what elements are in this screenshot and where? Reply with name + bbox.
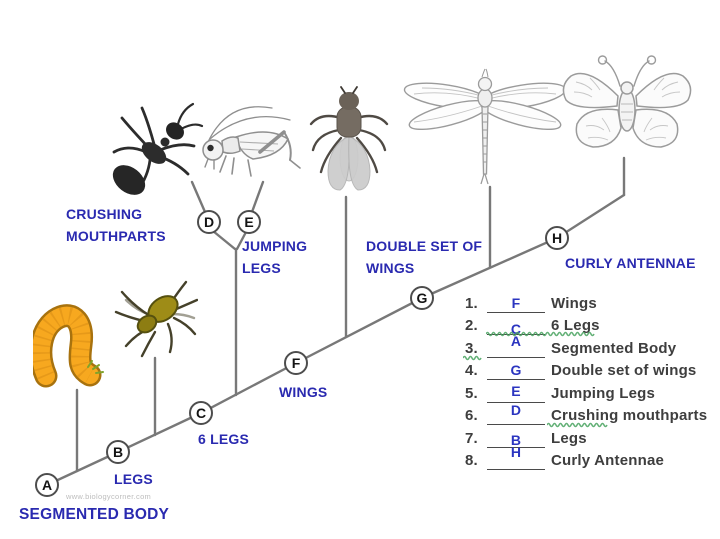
trait-jumping-legs: JUMPING LEGS <box>242 235 307 279</box>
node-B: B <box>106 440 130 464</box>
answer-row-8: 8. H Curly Antennae <box>455 444 720 474</box>
answer-number: 3. <box>465 340 478 357</box>
caterpillar-image <box>33 304 104 388</box>
answer-blank <box>487 363 545 380</box>
trait-jumping-line1: JUMPING <box>242 238 308 254</box>
watermark-url: www.biologycorner.com <box>66 492 152 501</box>
node-A: A <box>35 473 59 497</box>
node-C-label: C <box>195 405 207 421</box>
answer-term: Curly Antennae <box>551 452 665 469</box>
answer-number: 2. <box>465 317 478 334</box>
answer-blank <box>487 341 545 358</box>
node-D-label: D <box>203 214 215 230</box>
node-B-label: B <box>112 444 124 460</box>
answer-number: 7. <box>465 430 478 447</box>
answer-blank <box>487 386 545 403</box>
trait-segmented-body: SEGMENTED BODY <box>19 506 170 523</box>
answer-number: 1. <box>465 295 478 312</box>
node-E: E <box>237 210 261 234</box>
answer-blank <box>487 431 545 448</box>
answer-blank <box>487 408 545 425</box>
trait-curly-antennae: CURLY ANTENNAE <box>565 255 696 271</box>
node-C: C <box>189 401 213 425</box>
trait-double-line2: WINGS <box>366 260 415 276</box>
answer-number: 8. <box>465 452 478 469</box>
node-E-label: E <box>244 214 254 230</box>
answer-row-3: 3. A Segmented Body <box>455 333 720 362</box>
answer-row-4: 4. G Double set of wings <box>455 362 720 384</box>
node-G-label: G <box>416 290 428 306</box>
trait-6-legs: 6 LEGS <box>198 431 249 447</box>
fly-image <box>309 86 389 191</box>
node-A-label: A <box>41 477 53 493</box>
answer-letter: B <box>510 432 522 448</box>
answer-row-6: 6. D Crushing mouthparts <box>455 402 720 429</box>
mite-image <box>114 280 198 358</box>
answer-letter: G <box>510 362 522 378</box>
trait-legs: LEGS <box>114 471 153 487</box>
answer-term: 6 Legs <box>551 317 600 334</box>
squiggle-crushing <box>547 422 608 428</box>
trait-double-set-of-wings: DOUBLE SET OF WINGS <box>366 235 482 279</box>
node-H-label: H <box>551 230 563 246</box>
cricket-image <box>202 106 301 177</box>
answer-letter: D <box>510 402 522 418</box>
answer-blank <box>487 453 545 470</box>
trait-crushing-line2: MOUTHPARTS <box>66 228 166 244</box>
answer-number: 4. <box>465 362 478 379</box>
trait-jumping-line2: LEGS <box>242 260 281 276</box>
trait-crushing-mouthparts: CRUSHING MOUTHPARTS <box>66 203 166 247</box>
answer-row-5: 5. E Jumping Legs <box>455 383 720 407</box>
answer-term: Wings <box>551 295 597 312</box>
dragonfly-image <box>403 68 567 185</box>
answer-term: Jumping Legs <box>551 385 656 402</box>
answer-term: Double set of wings <box>551 362 697 379</box>
answer-letter: A <box>510 333 522 349</box>
trait-crushing-line1: CRUSHING <box>66 206 143 222</box>
answer-blank <box>487 296 545 313</box>
squiggle-6-legs <box>486 331 595 337</box>
answer-letter: E <box>511 383 521 399</box>
node-H: H <box>545 226 569 250</box>
node-D: D <box>197 210 221 234</box>
butterfly-image <box>562 55 692 148</box>
answer-term: Legs <box>551 430 587 447</box>
answer-row-7: 7. B Legs <box>455 430 720 452</box>
node-F-label: F <box>291 355 301 371</box>
answer-letter: C <box>510 321 522 337</box>
squiggle-number-3 <box>463 355 482 361</box>
node-G: G <box>410 286 434 310</box>
answer-term: Crushing mouthparts <box>551 407 708 424</box>
trait-wings: WINGS <box>279 384 328 400</box>
node-F: F <box>284 351 308 375</box>
answer-number: 5. <box>465 385 478 402</box>
answer-row-1: 1. F Wings <box>455 295 720 317</box>
trait-double-line1: DOUBLE SET OF <box>366 238 483 254</box>
answer-term: Segmented Body <box>551 340 677 357</box>
answer-letter: H <box>510 444 522 460</box>
answer-number: 6. <box>465 407 478 424</box>
ant-image <box>112 102 204 195</box>
answer-letter: F <box>511 295 521 311</box>
